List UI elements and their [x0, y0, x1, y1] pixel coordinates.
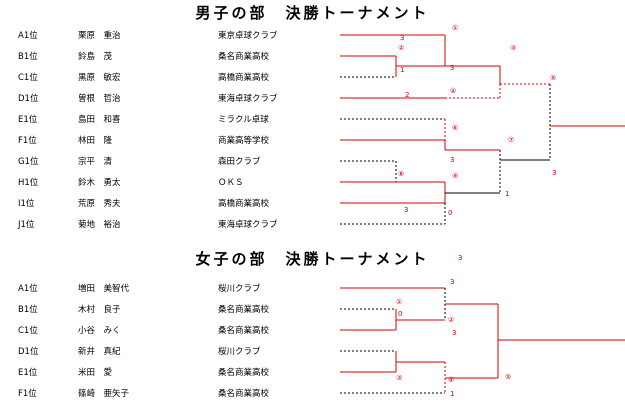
women-player-club: 桜川クラブ	[218, 347, 261, 357]
women-match-number-mark: ④	[448, 376, 454, 384]
men-player-club: ミラクル卓球	[218, 115, 269, 125]
women-player-name: 新井 真紀	[78, 347, 121, 357]
women-player-club: 桑名商業高校	[218, 326, 270, 336]
men-match-number-mark: ⑨	[452, 172, 458, 180]
men-player-name: 黒原 敏宏	[78, 73, 121, 83]
men-player-name: 宗平 清	[78, 157, 113, 167]
men-match-number-mark: ②	[398, 44, 404, 52]
women-match-number-mark: ②	[448, 316, 454, 324]
men-player-seed: J1位	[18, 220, 35, 230]
women-score-mark: 3	[450, 278, 454, 286]
women-player-name: 増田 美智代	[78, 284, 130, 294]
men-player-seed: F1位	[18, 136, 37, 146]
women-player-name: 木村 良子	[78, 305, 121, 315]
men-player-seed: I1位	[18, 199, 35, 209]
men-score-mark: 1	[505, 190, 509, 198]
women-section-title: 女子の部 決勝トーナメント	[195, 250, 430, 268]
women-match-number-mark: ⑤	[505, 373, 511, 381]
men-player-club: 東海卓球クラブ	[218, 94, 278, 104]
men-player-name: 林田 隆	[78, 136, 113, 146]
women-score-mark: 3	[452, 329, 456, 337]
women-player-club: 桑名商業高校	[218, 389, 270, 399]
men-score-mark: 3	[450, 64, 454, 72]
men-match-number-mark: ⑥	[452, 124, 458, 132]
men-player-club: 桑名商業高校	[218, 52, 270, 62]
men-score-mark: 3	[450, 156, 454, 164]
women-player-name: 米田 愛	[78, 368, 113, 378]
men-score-mark: 3	[400, 34, 404, 42]
women-score-mark: 3	[458, 254, 462, 262]
women-match-number-mark: ①	[396, 298, 402, 306]
men-score-mark: 3	[552, 169, 556, 177]
men-score-mark: 1	[400, 66, 404, 74]
men-match-number-mark: ①	[452, 24, 458, 32]
men-match-number-mark: ⑦	[508, 136, 514, 144]
men-player-name: 島田 和喜	[78, 115, 121, 125]
men-player-name: 菊地 裕治	[78, 220, 121, 230]
women-player-seed: A1位	[18, 284, 38, 294]
men-score-mark: 3	[404, 206, 408, 214]
women-player-seed: C1位	[18, 326, 38, 336]
women-player-club: 桑名商業高校	[218, 305, 270, 315]
men-match-number-mark: ⑤	[550, 74, 556, 82]
men-score-mark: 0	[448, 209, 452, 217]
men-player-seed: C1位	[18, 73, 38, 83]
women-player-seed: E1位	[18, 368, 38, 378]
men-match-number-mark: ⑧	[398, 170, 404, 178]
men-match-number-mark: ③	[510, 44, 516, 52]
men-player-club: 高橋商業高校	[218, 73, 270, 83]
men-player-club: 東海卓球クラブ	[218, 220, 278, 230]
men-player-name: 曽根 哲治	[78, 94, 121, 104]
men-player-club: 森田クラブ	[218, 157, 261, 167]
women-match-number-mark: ③	[396, 374, 402, 382]
men-player-club: ＯＫＳ	[218, 178, 244, 188]
women-score-mark: 0	[398, 310, 402, 318]
men-match-number-mark: ④	[450, 87, 456, 95]
women-player-club: 桑名商業高校	[218, 368, 270, 378]
men-player-club: 東京卓球クラブ	[218, 31, 278, 41]
men-player-seed: G1位	[18, 157, 39, 167]
men-player-name: 鈴島 茂	[78, 52, 113, 62]
men-player-seed: B1位	[18, 52, 38, 62]
women-player-seed: B1位	[18, 305, 38, 315]
women-score-mark: 1	[450, 390, 454, 398]
women-player-name: 篠崎 亜矢子	[78, 389, 130, 399]
men-player-name: 栗原 重治	[78, 31, 121, 41]
men-player-name: 鈴木 勇太	[78, 178, 121, 188]
women-player-seed: F1位	[18, 389, 37, 399]
men-player-name: 荒原 秀夫	[78, 199, 121, 209]
women-player-club: 桜川クラブ	[218, 284, 261, 294]
women-player-seed: D1位	[18, 347, 39, 357]
men-player-seed: H1位	[18, 178, 39, 188]
men-player-seed: D1位	[18, 94, 39, 104]
men-score-mark: 2	[405, 91, 409, 99]
men-player-seed: E1位	[18, 115, 38, 125]
men-player-seed: A1位	[18, 31, 38, 41]
men-section-title: 男子の部 決勝トーナメント	[195, 4, 430, 22]
men-player-club: 商業高等学校	[218, 136, 270, 146]
women-player-name: 小谷 みく	[78, 326, 121, 336]
men-player-club: 高橋商業高校	[218, 199, 270, 209]
